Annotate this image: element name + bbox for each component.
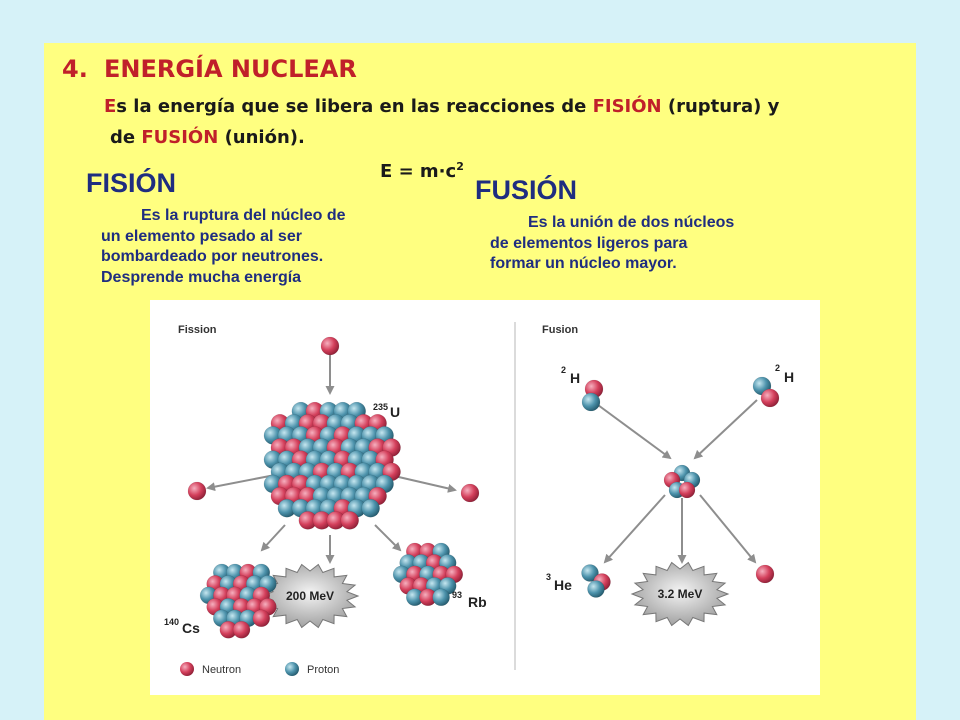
neutron — [760, 388, 780, 408]
h2-left-mass: 2 — [561, 365, 566, 375]
intro-line-2: de FUSIÓN (unión). — [110, 127, 305, 148]
intro-fusion-word: FUSIÓN — [141, 127, 219, 148]
proton — [587, 580, 605, 598]
energy-bursts — [260, 561, 730, 629]
section-heading: 4. ENERGÍA NUCLEAR — [62, 55, 357, 83]
arrow — [260, 524, 286, 552]
neutron — [232, 621, 251, 639]
particles — [187, 336, 780, 639]
h2-right-symbol: H — [784, 369, 794, 385]
arrow — [603, 494, 666, 564]
fission-label: Fission — [178, 324, 217, 336]
u235-symbol: U — [390, 404, 400, 420]
proton — [581, 392, 601, 412]
cs140-mass: 140 — [164, 617, 179, 627]
rb93-mass: 93 — [452, 590, 462, 600]
intro-fission-word: FISIÓN — [592, 96, 662, 117]
fusion-title: FUSIÓN — [475, 175, 578, 205]
h2-right-mass: 2 — [775, 363, 780, 373]
rb93-symbol: Rb — [468, 594, 487, 610]
intro-text: (ruptura) y — [661, 96, 780, 117]
neutron — [678, 481, 696, 499]
neutron — [320, 336, 340, 356]
fission-description: Es la ruptura del núcleo de un elemento … — [101, 206, 346, 288]
h2-left-symbol: H — [570, 370, 580, 386]
arrow — [597, 404, 672, 460]
fusion-energy-label: 3.2 MeV — [658, 587, 703, 601]
arrow — [389, 474, 457, 493]
he3-symbol: He — [554, 577, 572, 593]
fission-title: FISIÓN — [86, 168, 177, 198]
legend-proton-swatch — [285, 662, 299, 676]
heading-number: 4. — [62, 55, 88, 83]
fission-energy-label: 200 MeV — [286, 589, 334, 603]
he3-mass: 3 — [546, 572, 551, 582]
neutron — [755, 564, 775, 584]
arrow — [699, 494, 757, 564]
neutron — [340, 511, 359, 530]
fission-line: Desprende mucha energía — [101, 268, 302, 286]
legend-neutron-swatch — [180, 662, 194, 676]
neutron — [460, 483, 480, 503]
intro-line-1: Es la energía que se libera en las reacc… — [104, 96, 779, 117]
arrow — [693, 399, 758, 460]
energy-formula: E = m·c2 — [380, 160, 464, 182]
intro-first-letter: E — [104, 96, 117, 117]
fission-fusion-diagram: Fission Fusion 235 U 140 Cs 93 Rb 2 H 2 … — [150, 300, 820, 695]
diagram-svg: Fission Fusion 235 U 140 Cs 93 Rb 2 H 2 … — [164, 322, 794, 676]
fission-line: Es la ruptura del núcleo de — [141, 207, 346, 224]
fission-line: un elemento pesado al ser — [101, 227, 302, 245]
legend-neutron-label: Neutron — [202, 664, 241, 676]
formula-base: E = m·c — [380, 161, 457, 182]
neutron — [252, 609, 271, 628]
fusion-description: Es la unión de dos núcleos de elementos … — [490, 213, 734, 275]
intro-text: (unión). — [218, 127, 305, 148]
arrows — [206, 352, 758, 564]
u235-mass: 235 — [373, 402, 388, 412]
proton — [361, 498, 380, 518]
proton — [432, 588, 450, 607]
legend-proton-label: Proton — [307, 664, 339, 676]
neutron — [187, 481, 207, 501]
fusion-label: Fusion — [542, 324, 578, 336]
fusion-line: de elementos ligeros para — [490, 234, 688, 252]
fusion-line: Es la unión de dos núcleos — [528, 214, 735, 231]
proton — [581, 564, 599, 582]
energy-burst — [630, 561, 730, 627]
arrow — [206, 474, 276, 492]
heading-title: ENERGÍA NUCLEAR — [104, 55, 357, 83]
intro-text: de — [110, 127, 142, 148]
arrow — [374, 524, 402, 552]
cs140-symbol: Cs — [182, 620, 200, 636]
fusion-line: formar un núcleo mayor. — [490, 255, 677, 272]
fission-line: bombardeado por neutrones. — [101, 248, 324, 265]
formula-exponent: 2 — [456, 160, 464, 173]
intro-text: s la energía que se libera en las reacci… — [116, 96, 593, 117]
